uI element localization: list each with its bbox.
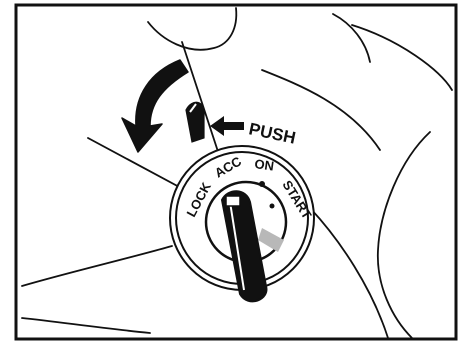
- on-label: ON: [254, 156, 275, 174]
- on-position-dot: [259, 181, 265, 187]
- start-position-dot: [270, 204, 275, 209]
